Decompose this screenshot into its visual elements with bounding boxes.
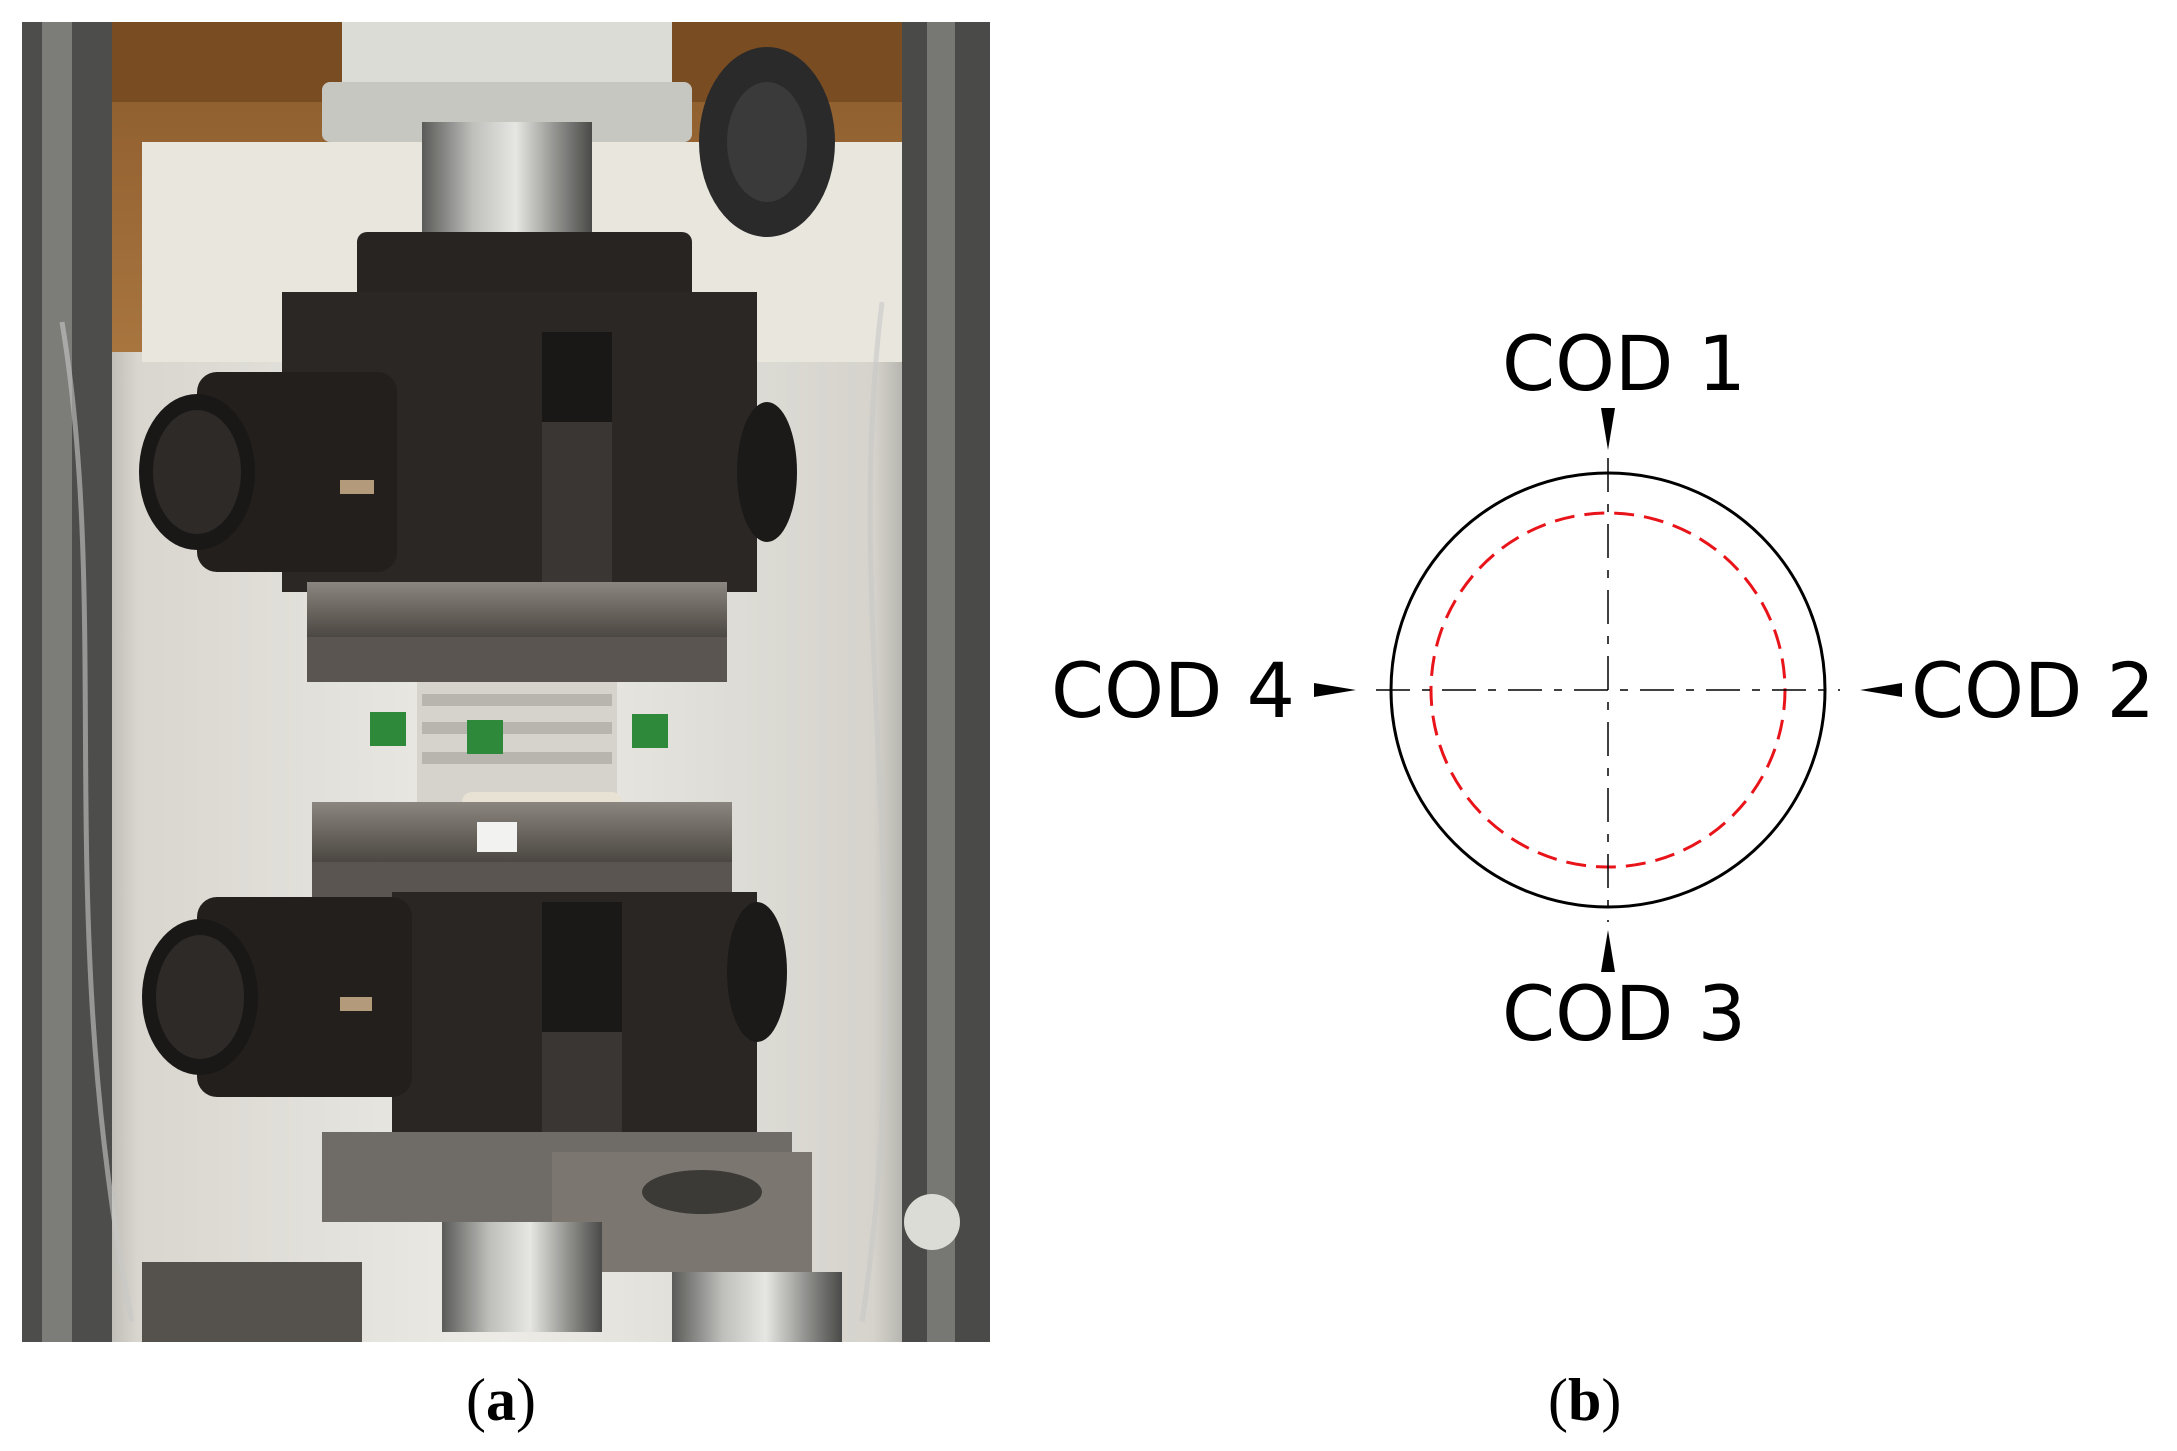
arrow-cod4	[1314, 683, 1356, 697]
arrow-cod3	[1601, 930, 1615, 972]
label-cod2: COD 2	[1911, 646, 2155, 735]
photo-test-rig	[22, 22, 990, 1342]
label-cod1: COD 1	[1502, 319, 1746, 408]
arrow-cod1	[1601, 408, 1615, 450]
caption-b: (b)	[1548, 1367, 1622, 1433]
arrow-cod2	[1860, 683, 1902, 697]
label-cod4: COD 4	[1051, 646, 1295, 735]
cod-schematic-drawing: COD 1 COD 2 COD 3 COD 4	[1051, 319, 2155, 1058]
cod-schematic: COD 1 COD 2 COD 3 COD 4	[1030, 300, 2177, 1100]
label-cod3: COD 3	[1502, 969, 1746, 1058]
caption-a: (a)	[466, 1367, 536, 1433]
test-rig-illustration	[22, 22, 990, 1342]
